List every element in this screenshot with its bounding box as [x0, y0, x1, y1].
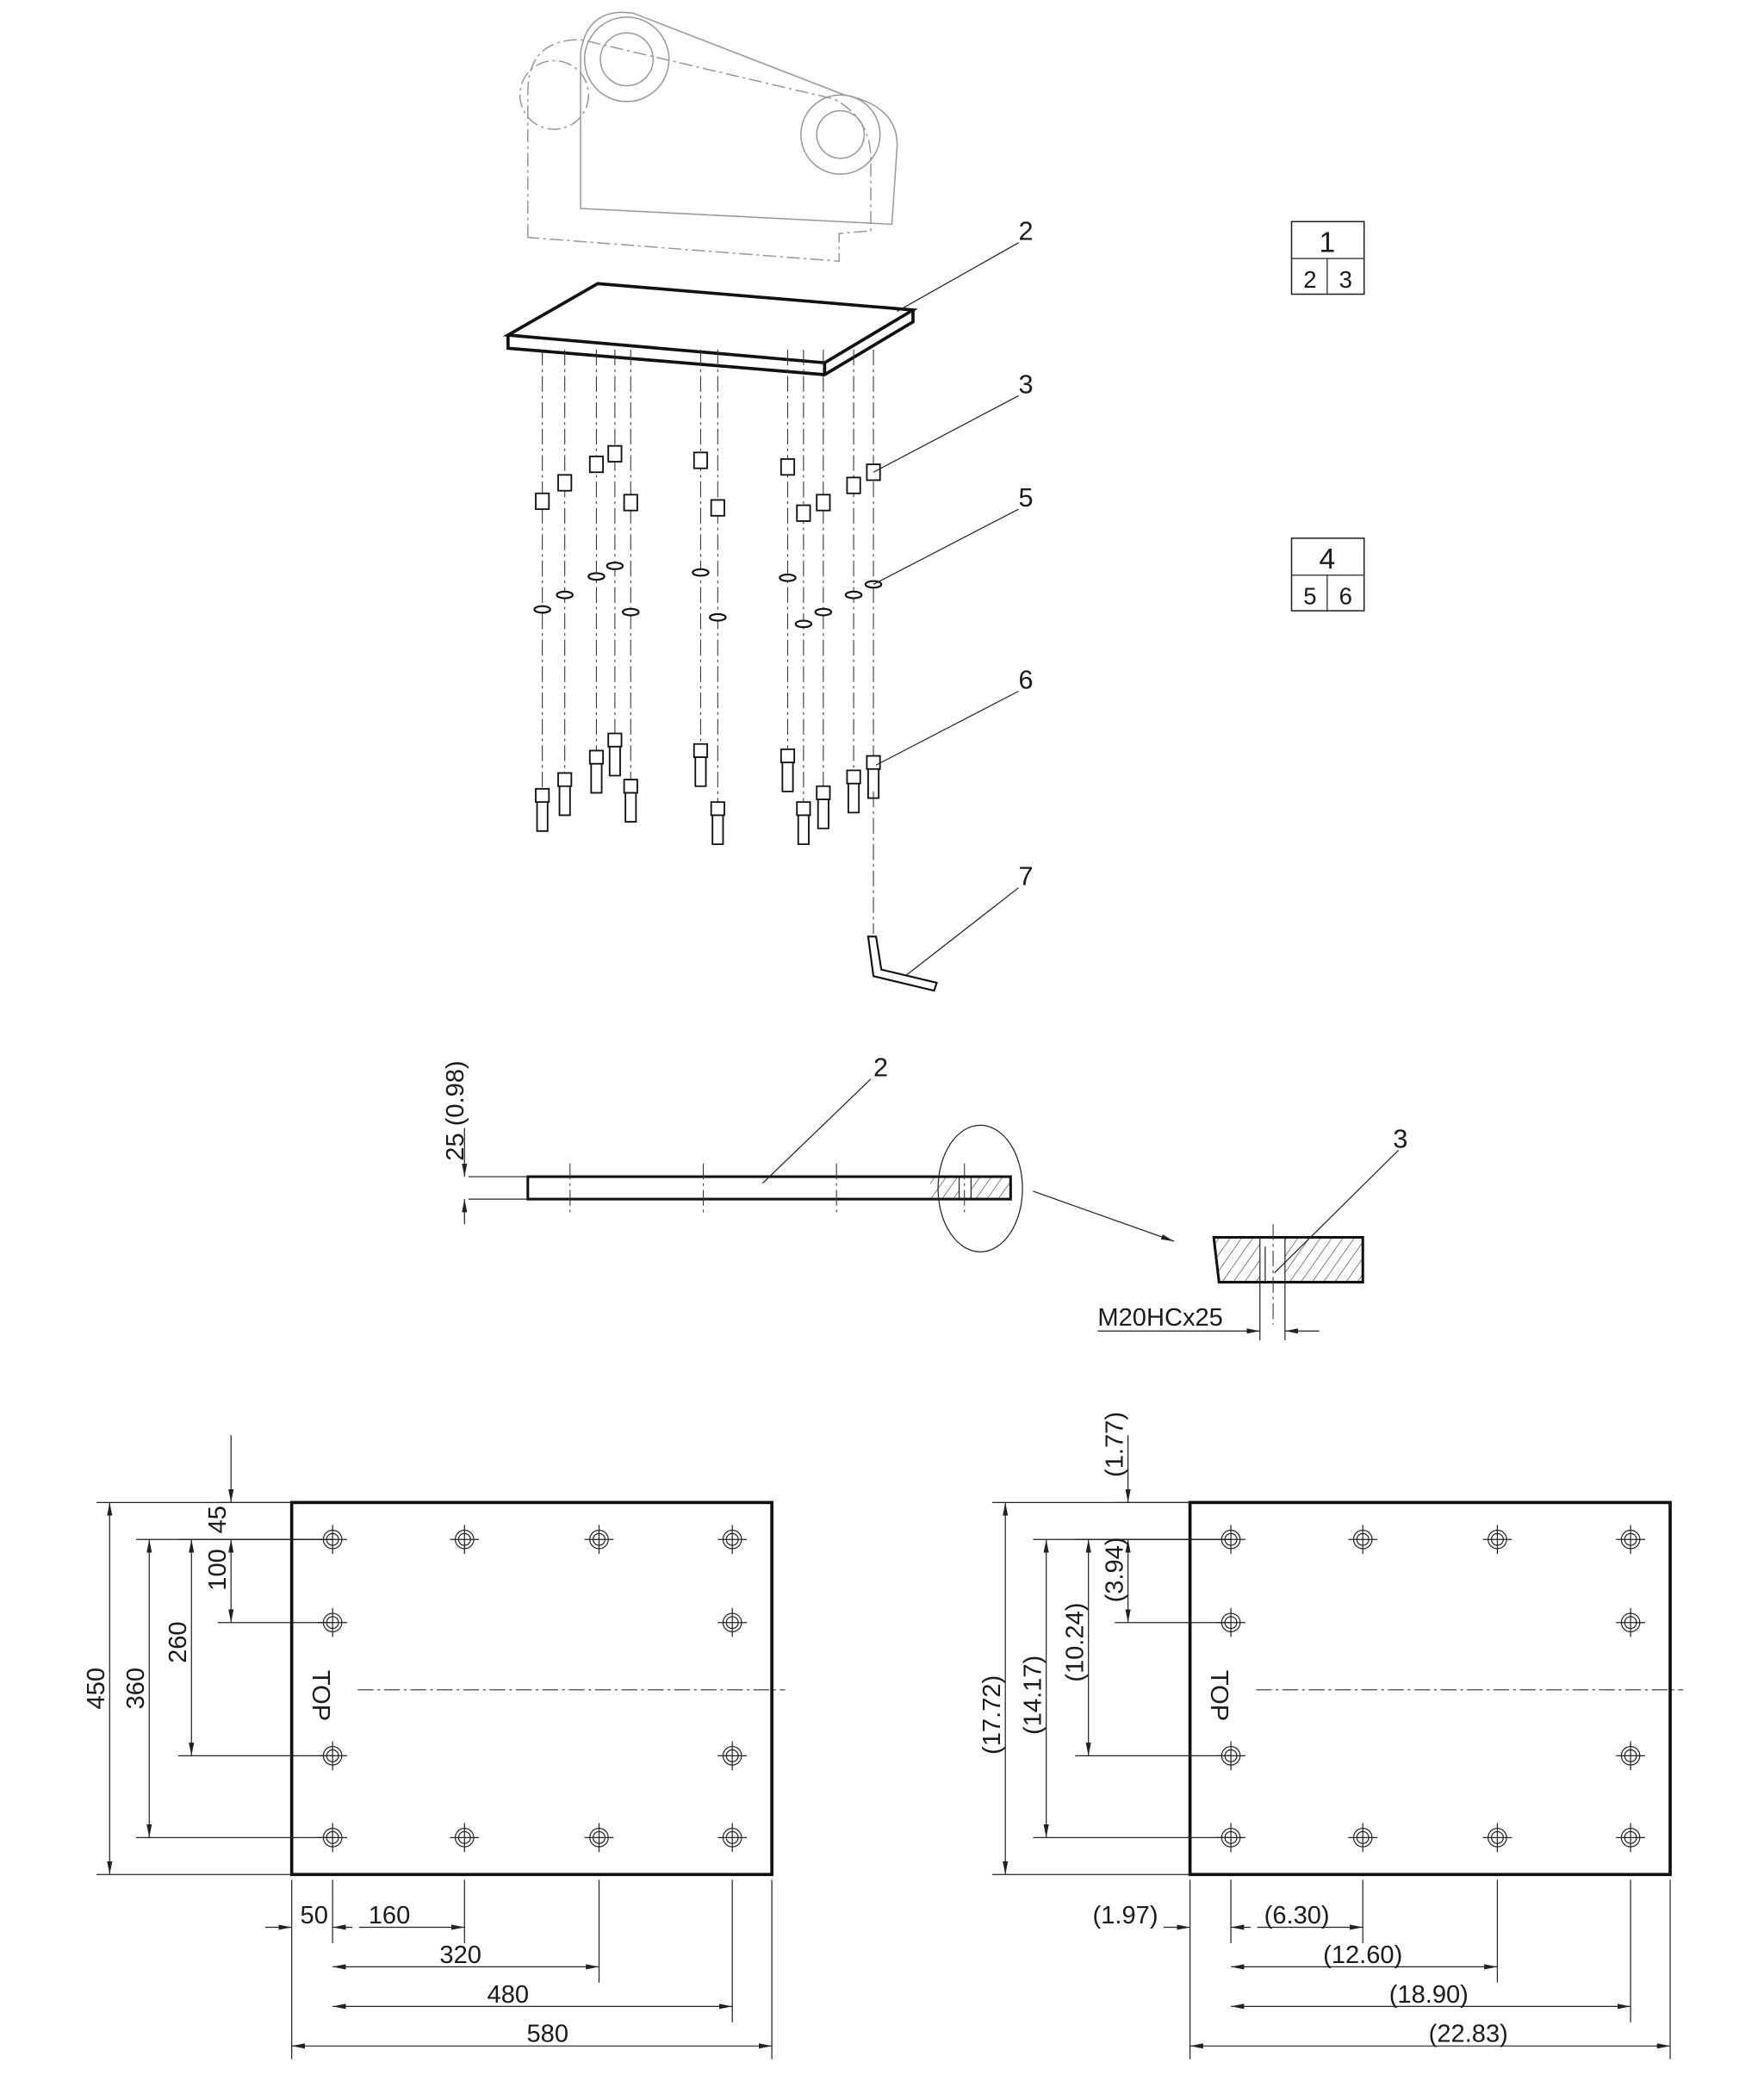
washer [779, 573, 797, 582]
callout-2: 2 [1019, 217, 1034, 246]
callout-5: 5 [1019, 483, 1034, 513]
plate-isometric [502, 282, 918, 376]
plate-outline [1188, 1500, 1672, 1877]
dimension-d45: (1.77) [1101, 1412, 1128, 1477]
cap-screw [588, 749, 605, 794]
table-cell: 6 [1339, 582, 1352, 609]
thread-spec: M20HCx25 [1097, 1304, 1222, 1332]
threaded-insert [623, 494, 638, 512]
washer [844, 590, 863, 600]
cap-screw [816, 785, 831, 829]
cap-screw [693, 742, 708, 787]
washer [692, 568, 710, 577]
cap-screw [796, 801, 811, 846]
dimension-d580: (22.83) [1429, 2021, 1508, 2048]
callout-6: 6 [1019, 665, 1034, 694]
cap-screw [710, 801, 725, 846]
dimension-d580: 580 [527, 2021, 569, 2048]
washer [814, 607, 833, 617]
dimension-d260: (10.24) [1062, 1603, 1090, 1682]
dimension-d320: 320 [439, 1941, 481, 1969]
threaded-insert [710, 499, 725, 517]
washer [794, 619, 813, 629]
threaded-insert [796, 504, 811, 522]
ghost-bracket [519, 11, 898, 263]
washer [621, 607, 640, 617]
callouts: 2 3 5 6 7 [873, 217, 1034, 977]
dimension-d450: (17.72) [978, 1675, 1006, 1755]
dimension-d100: 100 [204, 1549, 232, 1591]
detail-callout-3: 3 [1393, 1124, 1407, 1153]
threaded-insert [535, 492, 550, 511]
dimension-d160: 160 [369, 1902, 411, 1929]
cap-screw [866, 755, 881, 799]
table-cell: 5 [1303, 582, 1316, 609]
threaded-insert [588, 455, 605, 474]
washer [606, 562, 624, 570]
part-table-2: 4 5 6 [1290, 537, 1365, 612]
cap-screw [557, 772, 573, 817]
top-label: TOP [307, 1670, 334, 1721]
dimension-d320: (12.60) [1323, 1941, 1402, 1969]
fasteners-exploded [533, 349, 883, 935]
part-table-1: 1 2 3 [1290, 221, 1365, 295]
washer [709, 612, 727, 622]
dimension-d360: (14.17) [1020, 1656, 1047, 1735]
side-view: 25 (0.98) 2 [442, 1053, 1175, 1252]
dimension-d160: (6.30) [1264, 1902, 1330, 1929]
dimension-d50: (1.97) [1093, 1902, 1158, 1929]
callout-3: 3 [1019, 370, 1034, 399]
dimension-d260: 260 [165, 1621, 192, 1663]
cap-screw [623, 779, 638, 823]
threaded-insert [607, 444, 623, 463]
hex-key [866, 935, 938, 992]
threaded-insert [780, 458, 796, 476]
plan-view-imperial: TOP (17.72) (14.17) (10.24) (3.94) (1.77) (1.9… [978, 1412, 1684, 2059]
thickness-dimension: 25 (0.98) [442, 1060, 469, 1160]
washer [556, 590, 574, 600]
threaded-insert [846, 476, 861, 494]
side-callout-2: 2 [873, 1053, 888, 1083]
dimension-d480: (18.90) [1389, 1981, 1469, 2009]
threaded-insert [557, 474, 573, 492]
table-cell: 2 [1303, 266, 1316, 293]
threaded-insert [816, 494, 831, 512]
plate-outline [289, 1500, 773, 1877]
cap-screw [607, 732, 623, 777]
dimension-d480: 480 [488, 1981, 530, 2009]
cap-screw [846, 769, 861, 814]
dimension-d100: (3.94) [1101, 1537, 1128, 1602]
dimension-d360: 360 [122, 1668, 150, 1710]
dimension-d50: 50 [301, 1902, 328, 1929]
callout-7: 7 [1019, 862, 1034, 892]
table-cell: 3 [1339, 266, 1352, 293]
table-cell: 1 [1319, 227, 1335, 259]
threaded-insert [693, 451, 708, 469]
table-cell: 4 [1319, 544, 1335, 575]
washer [533, 605, 551, 614]
dimension-d450: 450 [83, 1668, 110, 1710]
washer [587, 572, 606, 581]
dimension-d45: 45 [204, 1506, 232, 1533]
top-label: TOP [1205, 1670, 1233, 1721]
cap-screw [535, 787, 550, 832]
detail-view: 3 M20HCx25 [1097, 1124, 1407, 1340]
cap-screw [780, 748, 796, 792]
